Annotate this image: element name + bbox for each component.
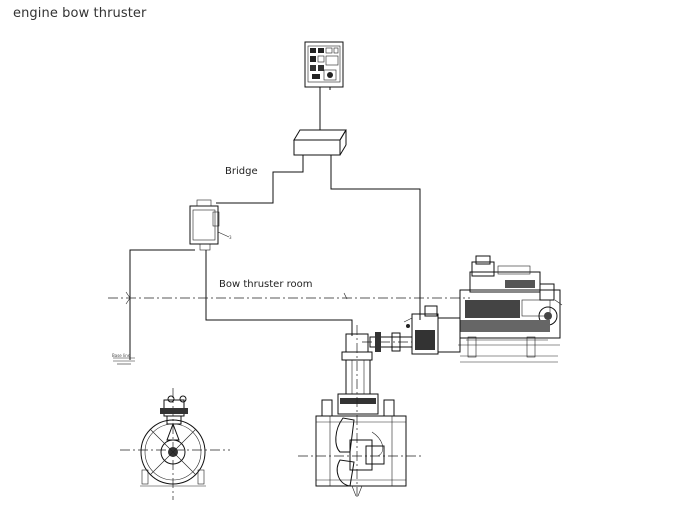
svg-text:Base line: Base line <box>112 353 131 358</box>
cable-junction-engine <box>330 155 421 320</box>
cable-panel-base <box>129 249 195 360</box>
page-title: engine bow thruster <box>13 6 147 21</box>
junction-box <box>293 129 347 156</box>
clutch-housing <box>403 305 461 355</box>
thruster-front-view <box>120 388 230 500</box>
thruster-unit <box>321 325 395 500</box>
svg-text:3: 3 <box>229 235 232 240</box>
bow-thruster-room-label: Bow thruster room <box>219 279 313 290</box>
base-line-marker: Base line <box>112 353 135 365</box>
thruster-tunnel <box>298 415 424 497</box>
bridge-label: Bridge <box>225 166 258 177</box>
diesel-engine <box>458 255 563 363</box>
bridge-control-panel <box>304 41 344 90</box>
drive-shaft <box>362 332 413 352</box>
cable-panel-thruster <box>205 250 353 336</box>
room-local-panel: 3 <box>189 199 232 251</box>
cable-junction-room-panel <box>216 155 304 204</box>
